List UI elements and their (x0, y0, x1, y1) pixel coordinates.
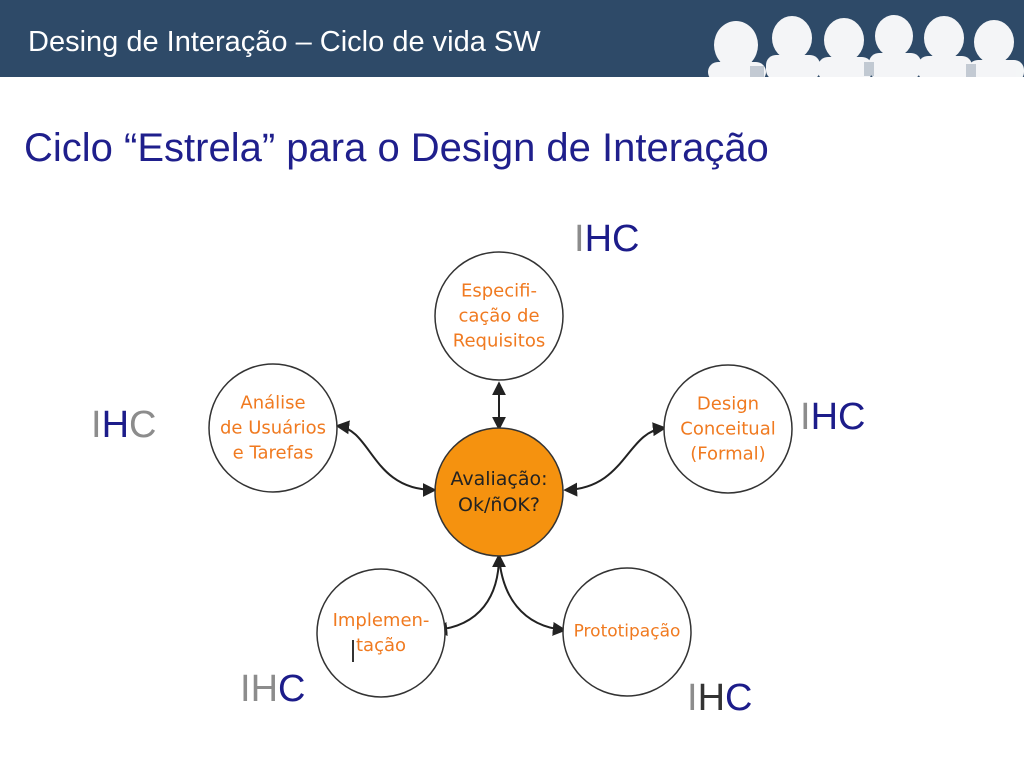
node-implementacao (316, 568, 446, 698)
ihc-label-bottom-left: IHC (240, 668, 306, 710)
text-cursor-mark (352, 640, 354, 662)
node-prototipacao (562, 567, 692, 697)
connector-analise (335, 420, 437, 497)
connector-design (563, 422, 667, 497)
node-especificacao-label: Especifi- cação de Requisitos (452, 280, 546, 352)
node-implementacao-label: Implemen- tação (332, 610, 430, 656)
people-silhouettes-icon (708, 15, 1024, 77)
ihc-label-right: IHC (800, 396, 866, 438)
node-analise (208, 363, 338, 493)
ihc-label-top: IHC (574, 218, 640, 260)
header-bar: Desing de Interação – Ciclo de vida SW (0, 0, 1024, 77)
node-design-label: Design Conceitual (Formal) (680, 393, 776, 465)
node-analise-label: Análise de Usuários e Tarefas (219, 392, 327, 464)
connector-prototipacao (498, 555, 567, 636)
node-especificacao (434, 251, 564, 381)
ihc-label-bottom-right: IHC (687, 677, 753, 719)
ihc-label-left: IHC (91, 404, 157, 446)
connector-implementacao (433, 553, 506, 636)
node-design (663, 364, 793, 494)
slide-title: Ciclo “Estrela” para o Design de Interaç… (24, 126, 769, 170)
node-avaliacao-label: Avaliação: Ok/ñOK? (450, 468, 548, 516)
node-prototipacao-label: Prototipação (573, 621, 681, 642)
header-title: Desing de Interação – Ciclo de vida SW (28, 26, 541, 58)
node-avaliacao (434, 427, 564, 557)
